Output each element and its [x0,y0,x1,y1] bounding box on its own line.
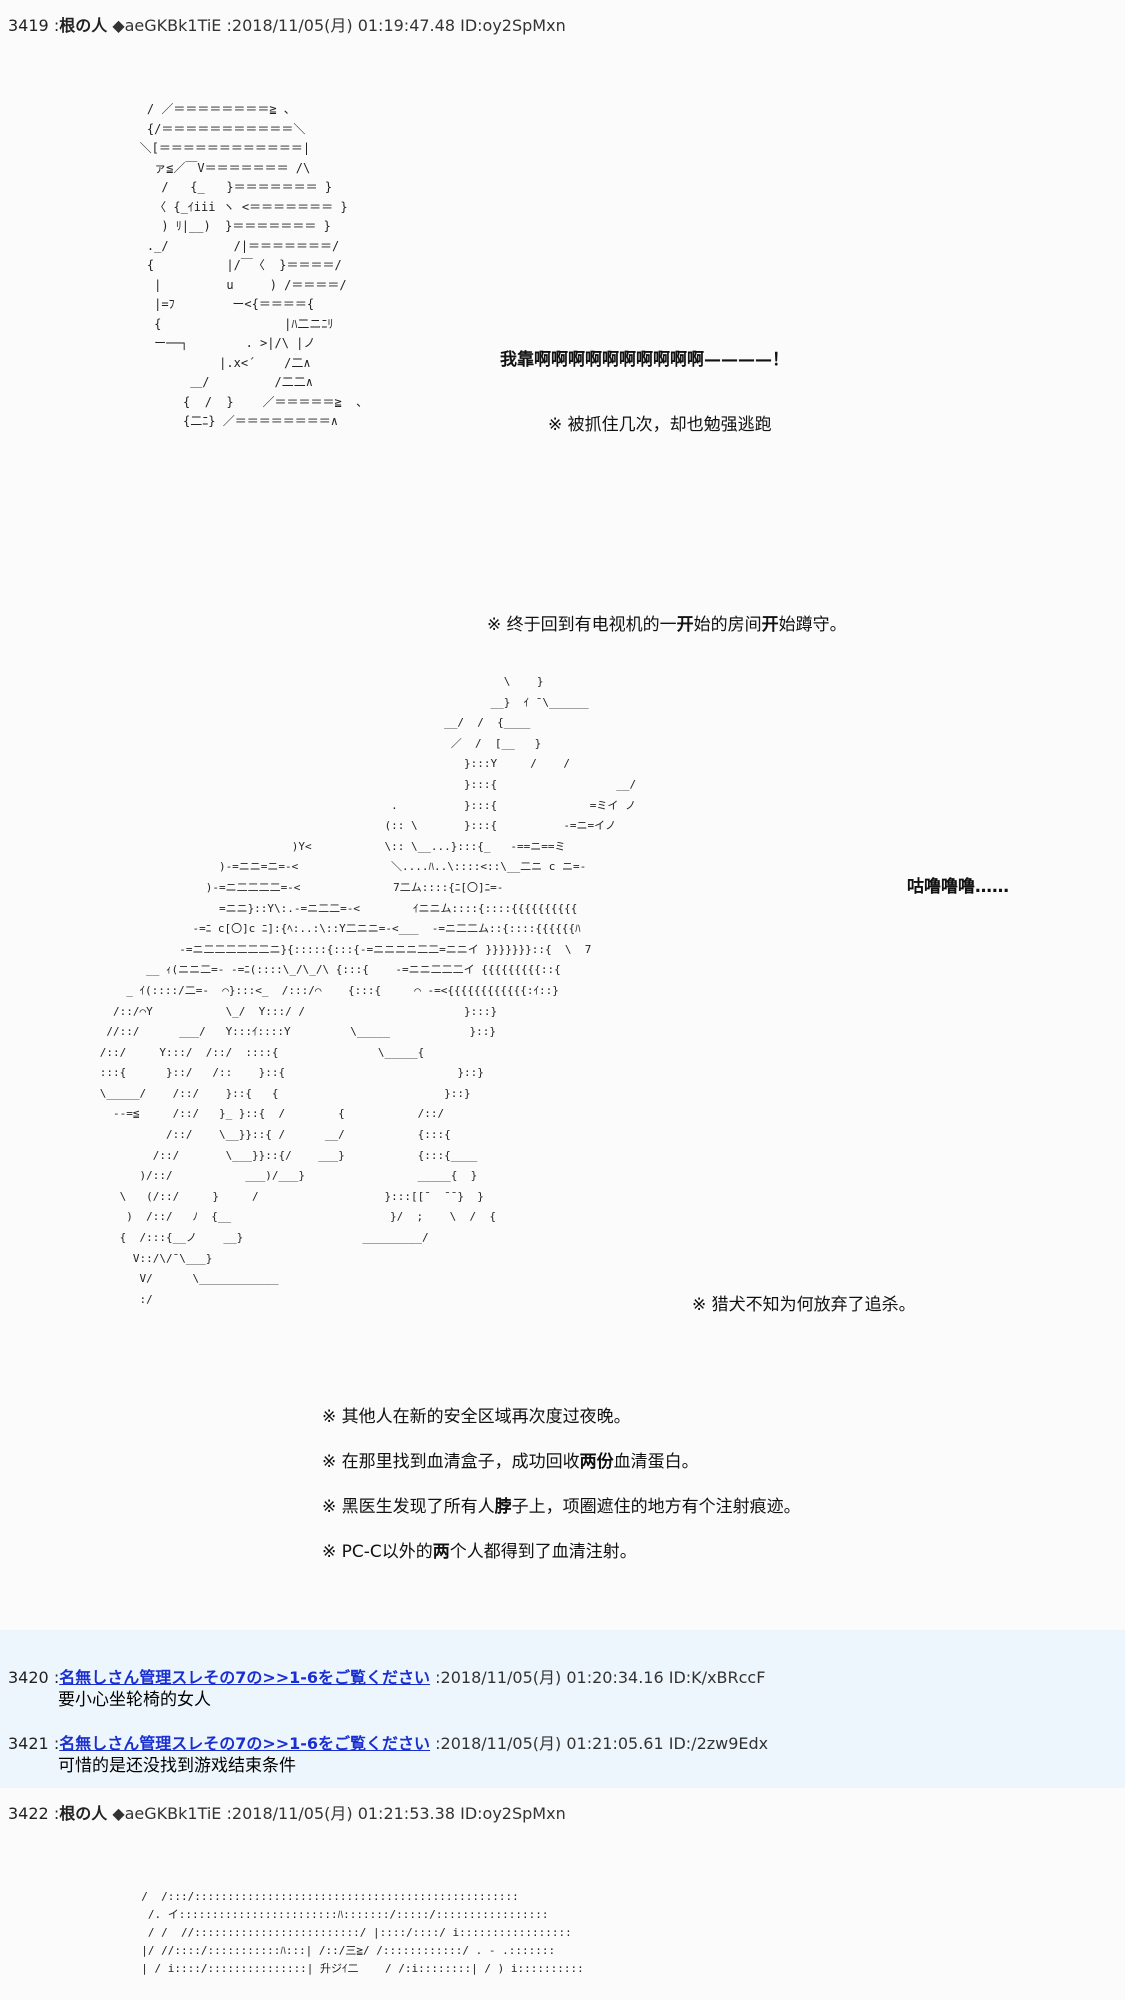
narration-serum-injection: ※ PC-C以外的两个人都得到了血清注射。 [322,1542,637,1562]
poster-id[interactable]: ID:K/xBRccF [668,1668,766,1687]
poster-name: 根の人 [59,1804,108,1823]
post-header: 3419 :根の人 ◆aeGKBk1TiE :2018/11/05(月) 01:… [8,16,566,35]
post-datetime: 2018/11/05(月) 01:19:47.48 [231,16,456,35]
poster-id[interactable]: ID:oy2SpMxn [460,1804,566,1823]
narration-serum-box: ※ 在那里找到血清盒子，成功回收两份血清蛋白。 [322,1452,699,1472]
post-number[interactable]: 3422 [8,1804,49,1823]
poster-trip: ◆aeGKBk1TiE [112,16,222,35]
reply-block: 3420 :名無しさん管理スレその7の>>1-6をご覧ください :2018/11… [0,1630,1125,1788]
post-datetime: 2018/11/05(月) 01:20:34.16 [440,1668,664,1687]
post-header: 3422 :根の人 ◆aeGKBk1TiE :2018/11/05(月) 01:… [8,1804,566,1823]
narration-escape: ※ 被抓住几次，却也勉强逃跑 [548,415,772,435]
post-header-3420: 3420 :名無しさん管理スレその7の>>1-6をご覧ください :2018/11… [8,1668,766,1687]
post-header-3421: 3421 :名無しさん管理スレその7の>>1-6をご覧ください :2018/11… [8,1734,769,1753]
poster-name: 根の人 [59,16,108,35]
poster-id[interactable]: ID:/2zw9Edx [668,1734,769,1753]
narration-hound-gave-up: ※ 猎犬不知为何放弃了追杀。 [692,1295,916,1315]
post-3419: 3419 :根の人 ◆aeGKBk1TiE :2018/11/05(月) 01:… [8,16,1009,1562]
narration-return-room: ※ 终于回到有电视机的一开始的房间开始蹲守。 [487,615,847,635]
poster-trip: ◆aeGKBk1TiE [112,1804,222,1823]
ascii-art-hound-scene: \ } __} ｲ ¯\______ __/ / {____ [99,675,637,1306]
poster-name-link[interactable]: 名無しさん管理スレその7の>>1-6をご覧ください [59,1668,431,1687]
ascii-art-bottom: / /:::/:::::::::::::::::::::::::::::::::… [141,1890,584,1975]
ascii-art-portrait: / ／＝＝＝＝＝＝＝＝≧ 、 {/＝＝＝＝＝＝＝＝＝＝＝＼ ＼[＝＝＝＝＝＝＝＝… [139,102,369,428]
post-3422: 3422 :根の人 ◆aeGKBk1TiE :2018/11/05(月) 01:… [0,1788,1125,2000]
narration-injection-mark: ※ 黑医生发现了所有人脖子上，项圈遮住的地方有个注射痕迹。 [322,1497,801,1517]
post-datetime: 2018/11/05(月) 01:21:05.61 [440,1734,664,1753]
poster-name-link[interactable]: 名無しさん管理スレその7の>>1-6をご覧ください [59,1734,431,1753]
post-number[interactable]: 3419 [8,16,49,35]
post-number[interactable]: 3421 [8,1734,49,1753]
narration-safe-zone: ※ 其他人在新的安全区域再次度过夜晚。 [322,1407,631,1427]
dialog-shout: 我靠啊啊啊啊啊啊啊啊啊啊————！ [500,350,789,370]
poster-id[interactable]: ID:oy2SpMxn [460,16,566,35]
post-datetime: 2018/11/05(月) 01:21:53.38 [231,1804,456,1823]
post-number[interactable]: 3420 [8,1668,49,1687]
post-body-3420: 要小心坐轮椅的女人 [58,1690,211,1710]
post-body-3421: 可惜的是还没找到游戏结束条件 [58,1756,296,1776]
sound-growl: 咕噜噜噜…… [907,877,1009,897]
